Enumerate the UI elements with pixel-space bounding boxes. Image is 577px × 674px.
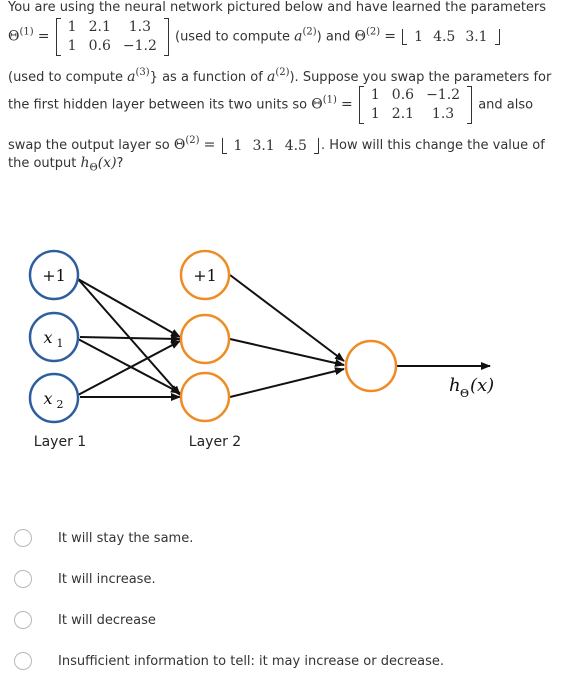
input-node-x1-sub: 1 [57, 337, 64, 350]
output-label: h Θ (x) [449, 375, 494, 400]
input-node-bias [28, 249, 80, 301]
svg-text:(x): (x) [470, 375, 494, 396]
input-node-x2-sub: 2 [57, 398, 64, 411]
option-stay-same-radio[interactable] [14, 529, 32, 547]
neural-network-diagram: +1 x 1 x 2 +1 h Θ (x) Layer 1 Layer 2 [28, 249, 494, 450]
option-stay-same[interactable]: It will stay the same. [14, 526, 193, 550]
hidden-layer: +1 [179, 249, 231, 423]
edge-x1-h2 [77, 338, 181, 394]
svg-text:h: h [449, 375, 461, 396]
option-decrease-label: It will decrease [58, 612, 156, 628]
input-node-x2 [28, 372, 80, 424]
layer2-label: Layer 2 [189, 434, 241, 450]
layer1-connections [77, 278, 181, 401]
hidden-node-1 [179, 313, 231, 365]
option-increase-label: It will increase. [58, 571, 156, 587]
edge-bias-h1 [77, 278, 181, 338]
layer2-connections [229, 274, 491, 398]
input-node-x1-label: x [43, 328, 52, 347]
edge-h1-out [229, 338, 345, 367]
edge-x1-h1 [79, 334, 181, 343]
question-line-3: (used to compute a(3)} as a function of … [8, 67, 552, 85]
input-node-x1 [28, 311, 80, 363]
input-node-x2-label: x [43, 389, 52, 408]
option-decrease-radio[interactable] [14, 611, 32, 629]
option-stay-same-label: It will stay the same. [58, 530, 194, 546]
output-node [344, 339, 398, 393]
option-insufficient-radio[interactable] [14, 652, 32, 670]
edge-h2-out [229, 367, 345, 398]
option-insufficient-label: Insufficient information to tell: it may… [58, 653, 445, 669]
layer1-label: Layer 1 [34, 434, 86, 450]
theta1-symbol: Θ [8, 28, 20, 45]
option-decrease[interactable]: It will decrease [14, 608, 156, 632]
question-line-4: the first hidden layer between its two u… [8, 86, 534, 124]
hidden-node-2 [179, 371, 231, 423]
svg-text:Θ: Θ [460, 387, 469, 400]
hidden-node-bias [179, 249, 231, 301]
edge-x2-h1 [77, 340, 181, 396]
theta2-symbol: Θ [354, 28, 366, 45]
option-insufficient[interactable]: Insufficient information to tell: it may… [14, 649, 444, 673]
option-increase-radio[interactable] [14, 570, 32, 588]
question-intro: You are using the neural network picture… [8, 0, 547, 15]
input-node-bias-label: +1 [42, 266, 66, 285]
edge-hbias-out [229, 274, 345, 362]
option-increase[interactable]: It will increase. [14, 567, 156, 591]
input-layer: +1 x 1 x 2 [28, 249, 80, 424]
hidden-node-bias-label: +1 [193, 266, 217, 285]
question-line-6: the output hΘ(x)? [8, 155, 124, 174]
